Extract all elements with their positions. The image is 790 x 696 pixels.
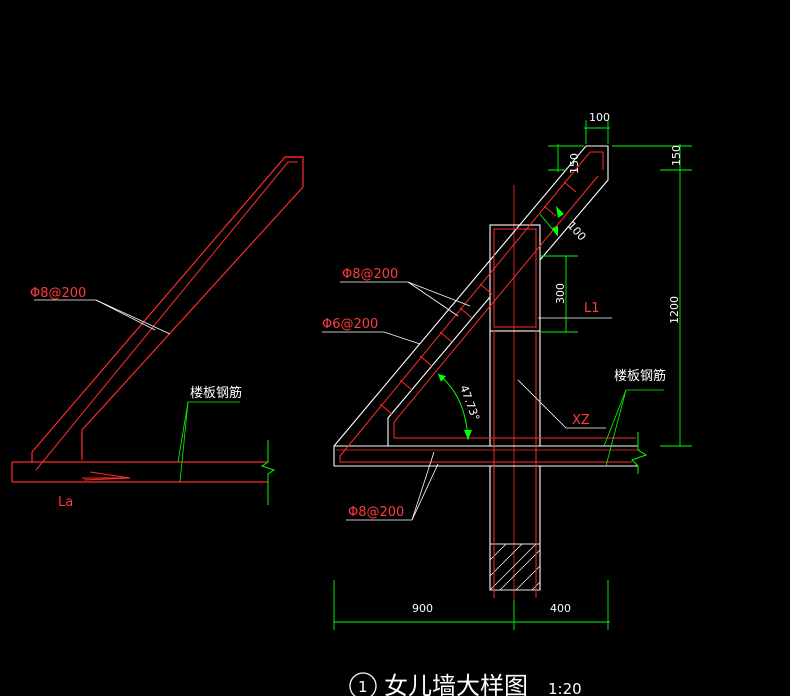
left-slab-rebar-label: 楼板钢筋 (190, 385, 242, 401)
dim-bottom-right: 400 (550, 602, 571, 615)
column-leader (517, 379, 606, 429)
dimension-lines (333, 120, 692, 630)
left-parapet-rebar (35, 161, 298, 471)
dim-top-width: 100 (589, 111, 610, 124)
right-top-rebar-leader (340, 281, 471, 307)
right-bottom-rebar-label: Φ8@200 (348, 505, 404, 520)
right-break-line (631, 432, 648, 474)
left-anchorage-label: La (58, 495, 73, 510)
left-break-line (260, 440, 276, 505)
dim-bottom-left: 900 (412, 602, 433, 615)
beam-label: L1 (584, 301, 600, 316)
angle-arc (437, 373, 469, 441)
drawing-title-block: 1 女儿墙大样图 1:20 (349, 672, 582, 696)
column-base-hatch (489, 543, 541, 591)
dim-thickness: 100 (565, 219, 589, 243)
column-label: XZ (572, 413, 590, 428)
right-parapet-outline-outer (333, 145, 609, 447)
left-parapet-outline (31, 156, 304, 460)
angle-label: 47.73° (457, 383, 482, 422)
right-slab-rebar-label: 楼板钢筋 (614, 368, 666, 384)
right-parapet-inner-rebar (393, 175, 599, 438)
right-parapet-detail: 47.73° Φ8@200 Φ6@200 Φ8@200 L1 XZ 楼板钢筋 (322, 111, 692, 630)
stirrup-leader (322, 331, 421, 345)
stirrup-label: Φ6@200 (322, 317, 378, 332)
dim-beam-depth: 300 (554, 283, 567, 304)
left-rebar-label: Φ8@200 (30, 286, 86, 301)
dim-top-height: 150 (568, 153, 581, 174)
left-parapet-detail: Φ8@200 楼板钢筋 La (11, 156, 304, 510)
left-rebar-leader (34, 299, 171, 335)
detail-number-circle (349, 672, 377, 696)
drawing-scale: 1:20 (548, 680, 582, 696)
dim-right-height: 1200 (668, 296, 681, 324)
right-parapet-outline-inner (387, 296, 491, 446)
detail-number: 1 (358, 678, 368, 696)
drawing-title: 女儿墙大样图 (384, 672, 528, 696)
dim-right-top: 150 (670, 145, 683, 166)
right-top-rebar-label: Φ8@200 (342, 267, 398, 282)
beam-l1-outline (489, 224, 541, 332)
